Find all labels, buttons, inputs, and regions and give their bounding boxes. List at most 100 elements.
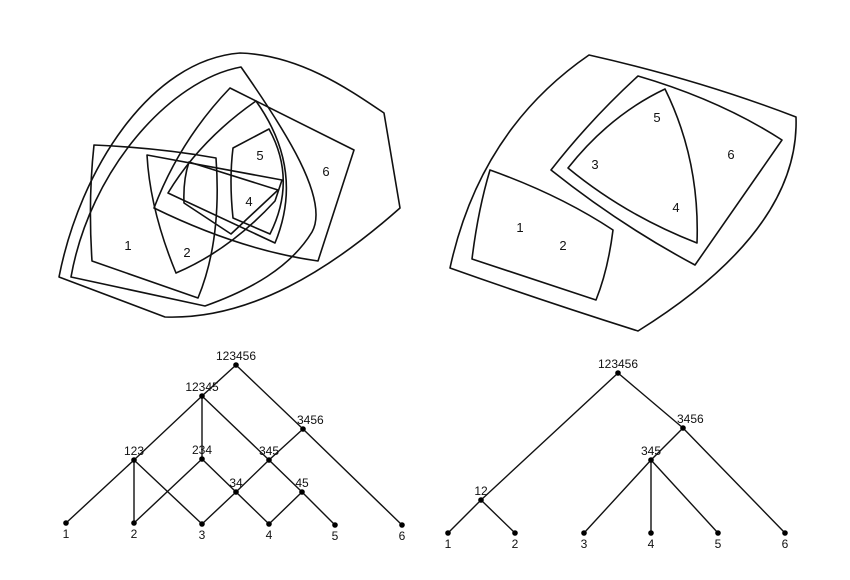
set-45: [230, 128, 284, 235]
venn-label: 1: [124, 238, 131, 253]
venn-label: 6: [322, 164, 329, 179]
tree-node-label: 123: [124, 444, 144, 458]
set-outer-universe: [449, 54, 797, 332]
tree-node: [233, 362, 239, 368]
tree-node-label: 5: [332, 529, 339, 543]
tree-edge: [583, 459, 652, 534]
tree-edge: [133, 459, 203, 525]
venn-label: 2: [183, 245, 190, 260]
tree-node-label: 345: [259, 444, 279, 458]
venn-label: 3: [591, 157, 598, 172]
tree-edge: [447, 499, 482, 534]
set-234: [146, 154, 283, 274]
tree-node: [615, 370, 621, 376]
set-34: [183, 161, 279, 235]
tree-edge: [133, 395, 203, 461]
tree-node: [199, 393, 205, 399]
tree-node-label: 2: [512, 537, 519, 551]
tree-edge: [480, 499, 516, 534]
tree-edge: [301, 491, 336, 526]
tree-node: [581, 530, 587, 536]
venn-label: 5: [256, 148, 263, 163]
tree-node-label: 45: [295, 476, 309, 490]
tree-edge: [235, 364, 304, 430]
tree-edge: [617, 372, 684, 429]
tree-node: [680, 425, 686, 431]
tree-node: [332, 522, 338, 528]
right-venn-diagram: 1 2 3 4 5 6: [449, 54, 797, 332]
tree-node-label: 12345: [185, 380, 219, 394]
tree-node: [266, 521, 272, 527]
tree-node: [300, 426, 306, 432]
tree-edge: [235, 459, 270, 493]
tree-edge: [480, 372, 619, 501]
venn-label: 2: [559, 238, 566, 253]
tree-edge: [201, 395, 270, 461]
tree-node: [199, 521, 205, 527]
set-3456: [153, 87, 355, 262]
tree-edge: [268, 459, 303, 493]
tree-node: [131, 457, 137, 463]
tree-node-label: 234: [192, 443, 212, 457]
tree-node: [648, 530, 654, 536]
tree-edge: [302, 428, 403, 526]
tree-node-label: 12: [474, 484, 488, 498]
tree-node-label: 3456: [677, 412, 704, 426]
tree-node-label: 3456: [297, 413, 324, 427]
tree-edge: [133, 458, 203, 524]
tree-node-label: 345: [641, 444, 661, 458]
tree-node-label: 4: [266, 528, 273, 542]
venn-label: 4: [245, 194, 252, 209]
tree-edge: [682, 427, 786, 534]
tree-node: [199, 456, 205, 462]
tree-node: [266, 457, 272, 463]
tree-node-label: 2: [131, 527, 138, 541]
tree-node: [648, 457, 654, 463]
tree-node: [131, 520, 137, 526]
tree-node-label: 1: [445, 537, 452, 551]
tree-edge: [650, 427, 684, 461]
tree-edge: [201, 364, 237, 397]
tree-edge: [65, 459, 135, 524]
tree-node: [63, 520, 69, 526]
set-345: [167, 100, 288, 244]
tree-edge: [201, 458, 237, 493]
venn-label: 4: [672, 200, 679, 215]
tree-node-label: 1: [63, 527, 70, 541]
tree-node-label: 4: [648, 537, 655, 551]
venn-label: 1: [516, 220, 523, 235]
venn-label: 5: [653, 110, 660, 125]
tree-node-label: 3: [199, 528, 206, 542]
tree-node-label: 5: [715, 537, 722, 551]
tree-node: [399, 522, 405, 528]
left-venn-diagram: 1 2 4 5 6: [58, 52, 401, 318]
tree-node: [233, 489, 239, 495]
tree-node-label: 34: [229, 476, 243, 490]
set-outer-universe: [58, 52, 401, 318]
tree-node-label: 6: [399, 529, 406, 543]
tree-node: [715, 530, 721, 536]
tree-edge: [268, 491, 303, 525]
tree-edge: [268, 428, 304, 461]
tree-node: [478, 497, 484, 503]
tree-node-label: 6: [782, 537, 789, 551]
tree-edge: [650, 459, 719, 534]
tree-node: [299, 489, 305, 495]
tree-edge: [235, 491, 270, 525]
tree-edge: [201, 491, 237, 525]
tree-node-label: 123456: [598, 357, 638, 371]
tree-node: [782, 530, 788, 536]
set-345: [567, 88, 699, 244]
tree-node: [445, 530, 451, 536]
venn-label: 6: [727, 147, 734, 162]
set-12: [471, 169, 614, 301]
tree-node-label: 3: [581, 537, 588, 551]
set-12345: [70, 66, 317, 307]
tree-node: [512, 530, 518, 536]
set-3456: [550, 75, 783, 266]
set-123: [89, 144, 218, 299]
